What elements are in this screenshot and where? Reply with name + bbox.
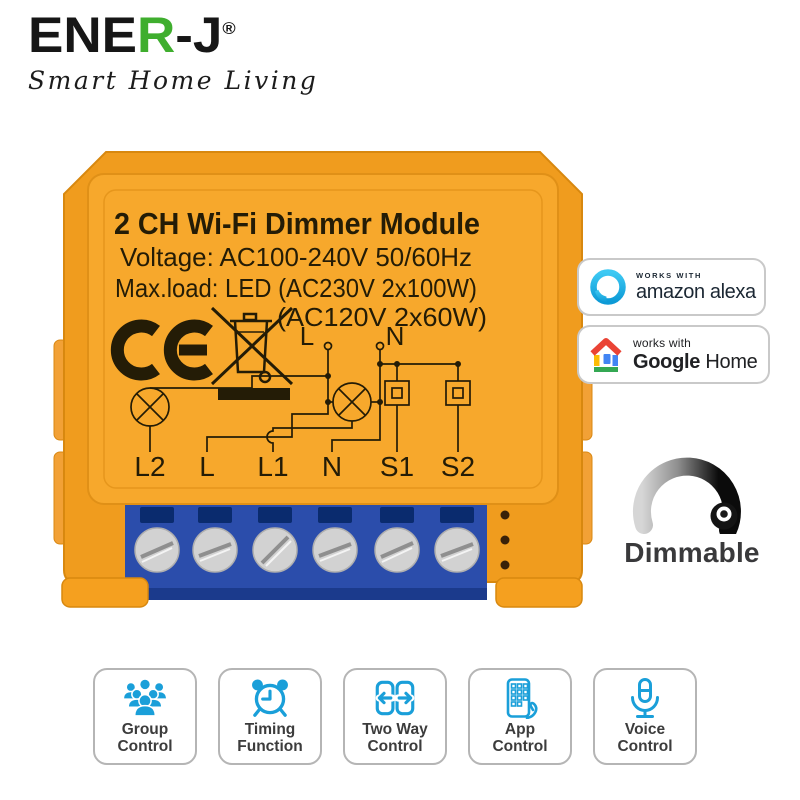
feature-tile-two-way-control: Two Way Control (343, 668, 447, 765)
alexa-badge-line1: WORKS WITH (636, 270, 702, 280)
two-way-icon (375, 680, 415, 716)
device-voltage: Voltage: AC100-240V 50/60Hz (120, 242, 472, 272)
vent-holes (500, 510, 510, 570)
alexa-icon (590, 269, 626, 305)
device-title: 2 CH Wi-Fi Dimmer Module (114, 206, 480, 241)
lamp-symbol (130, 387, 170, 452)
junction-dots (325, 361, 461, 405)
feature-tiles: Group Control Timing Function (93, 668, 697, 765)
mic-icon (631, 678, 659, 718)
device-max-load-2: (AC120V 2x60W) (277, 302, 487, 332)
dimmer-arc-icon (633, 457, 741, 539)
diagram-label-n: N (386, 321, 405, 351)
terminal-label: S1 (380, 451, 414, 482)
alexa-badge-line2: amazon alexa (636, 280, 756, 303)
diagram-label-l: L (300, 321, 314, 351)
dimmer-module-device: 2 CH Wi-Fi Dimmer Module Voltage: AC100-… (53, 151, 593, 608)
terminal-label: L2 (134, 451, 165, 482)
feature-label: App Control (492, 721, 548, 755)
feature-label: Group Control (117, 721, 173, 755)
feature-label: Voice Control (617, 721, 673, 755)
group-icon (122, 678, 168, 717)
terminal-screws (134, 527, 480, 573)
feature-tile-voice-control: Voice Control (593, 668, 697, 765)
brand-tagline: Smart Home Living (28, 66, 319, 95)
switch-symbol (384, 380, 410, 452)
dimmable-label: Dimmable (624, 537, 760, 568)
terminal-label: N (322, 451, 342, 482)
wiring-diagram: L N (130, 321, 475, 482)
switch-symbol (445, 380, 471, 452)
feature-tile-app-control: App Control (468, 668, 572, 765)
app-icon (506, 678, 538, 719)
home-word: Home (700, 350, 758, 373)
terminal-block (125, 505, 487, 600)
brand-logo: ENER-J® Smart Home Living (28, 10, 319, 95)
terminal-slots (140, 507, 474, 523)
feature-label: Timing Function (237, 721, 303, 755)
dimmable-badge: Dimmable (594, 450, 790, 568)
alarm-clock-icon (252, 679, 288, 717)
google-home-icon (590, 337, 622, 372)
google-word: Google (633, 350, 701, 373)
device-max-load: Max.load: LED (AC230V 2x100W) (115, 273, 477, 303)
feature-tile-group-control: Group Control (93, 668, 197, 765)
face-groove (103, 189, 543, 489)
google-home-badge: works with Google Home (577, 325, 770, 384)
alexa-badge: WORKS WITH amazon alexa (577, 258, 766, 316)
registered-mark: ® (222, 19, 236, 38)
logo-wordmark: ENER-J® (28, 10, 304, 60)
weee-icon (210, 306, 294, 400)
terminal-label: S2 (441, 451, 475, 482)
feature-label: Two Way Control (362, 721, 428, 755)
google-badge-line1: works with (633, 335, 692, 350)
logo-text-ene: ENE (28, 7, 137, 63)
device-feet (61, 577, 583, 608)
logo-text-r: R (136, 7, 176, 63)
terminal-label: L1 (257, 451, 288, 482)
feature-tile-timing-function: Timing Function (218, 668, 322, 765)
google-badge-line2: Google Home (633, 351, 758, 374)
logo-text-j: -J (175, 7, 223, 63)
device-face (87, 173, 559, 505)
terminal-label: L (199, 451, 215, 482)
ce-mark-icon (110, 319, 213, 381)
